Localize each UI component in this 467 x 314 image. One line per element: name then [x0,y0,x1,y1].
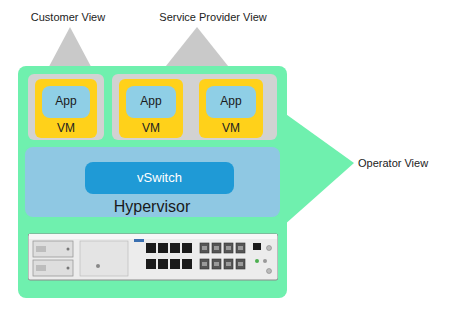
server-appliance [28,228,278,286]
app-label: App [55,95,76,109]
vm-label: VM [222,122,240,136]
app-box: App [206,86,256,118]
customer-domain: Customer ViewVMApp [28,74,104,140]
vm-label: VM [142,122,160,136]
app-box: App [42,86,90,118]
app-label: App [220,95,241,109]
hypervisor-label: Hypervisor [114,198,190,216]
operator-view-pointer [283,112,354,226]
app-label: App [140,95,161,109]
vm-box: VM App [35,79,97,138]
vswitch-label: vSwitch [137,171,182,186]
vm-box: VM App [119,79,183,138]
provider-domain: Service Provider ViewVMAppVMApp [112,74,277,140]
view-label: Customer View [31,11,105,24]
vswitch-box: vSwitch [85,162,234,194]
vm-box: VM App [199,79,263,138]
hypervisor-band: Hypervisor vSwitch [25,147,280,217]
view-label: Operator View [358,157,428,170]
operator-domain: Operator ViewCustomer ViewVMAppService P… [18,66,287,298]
vm-label: VM [57,122,75,136]
app-box: App [126,86,176,118]
view-label: Service Provider View [159,11,266,24]
